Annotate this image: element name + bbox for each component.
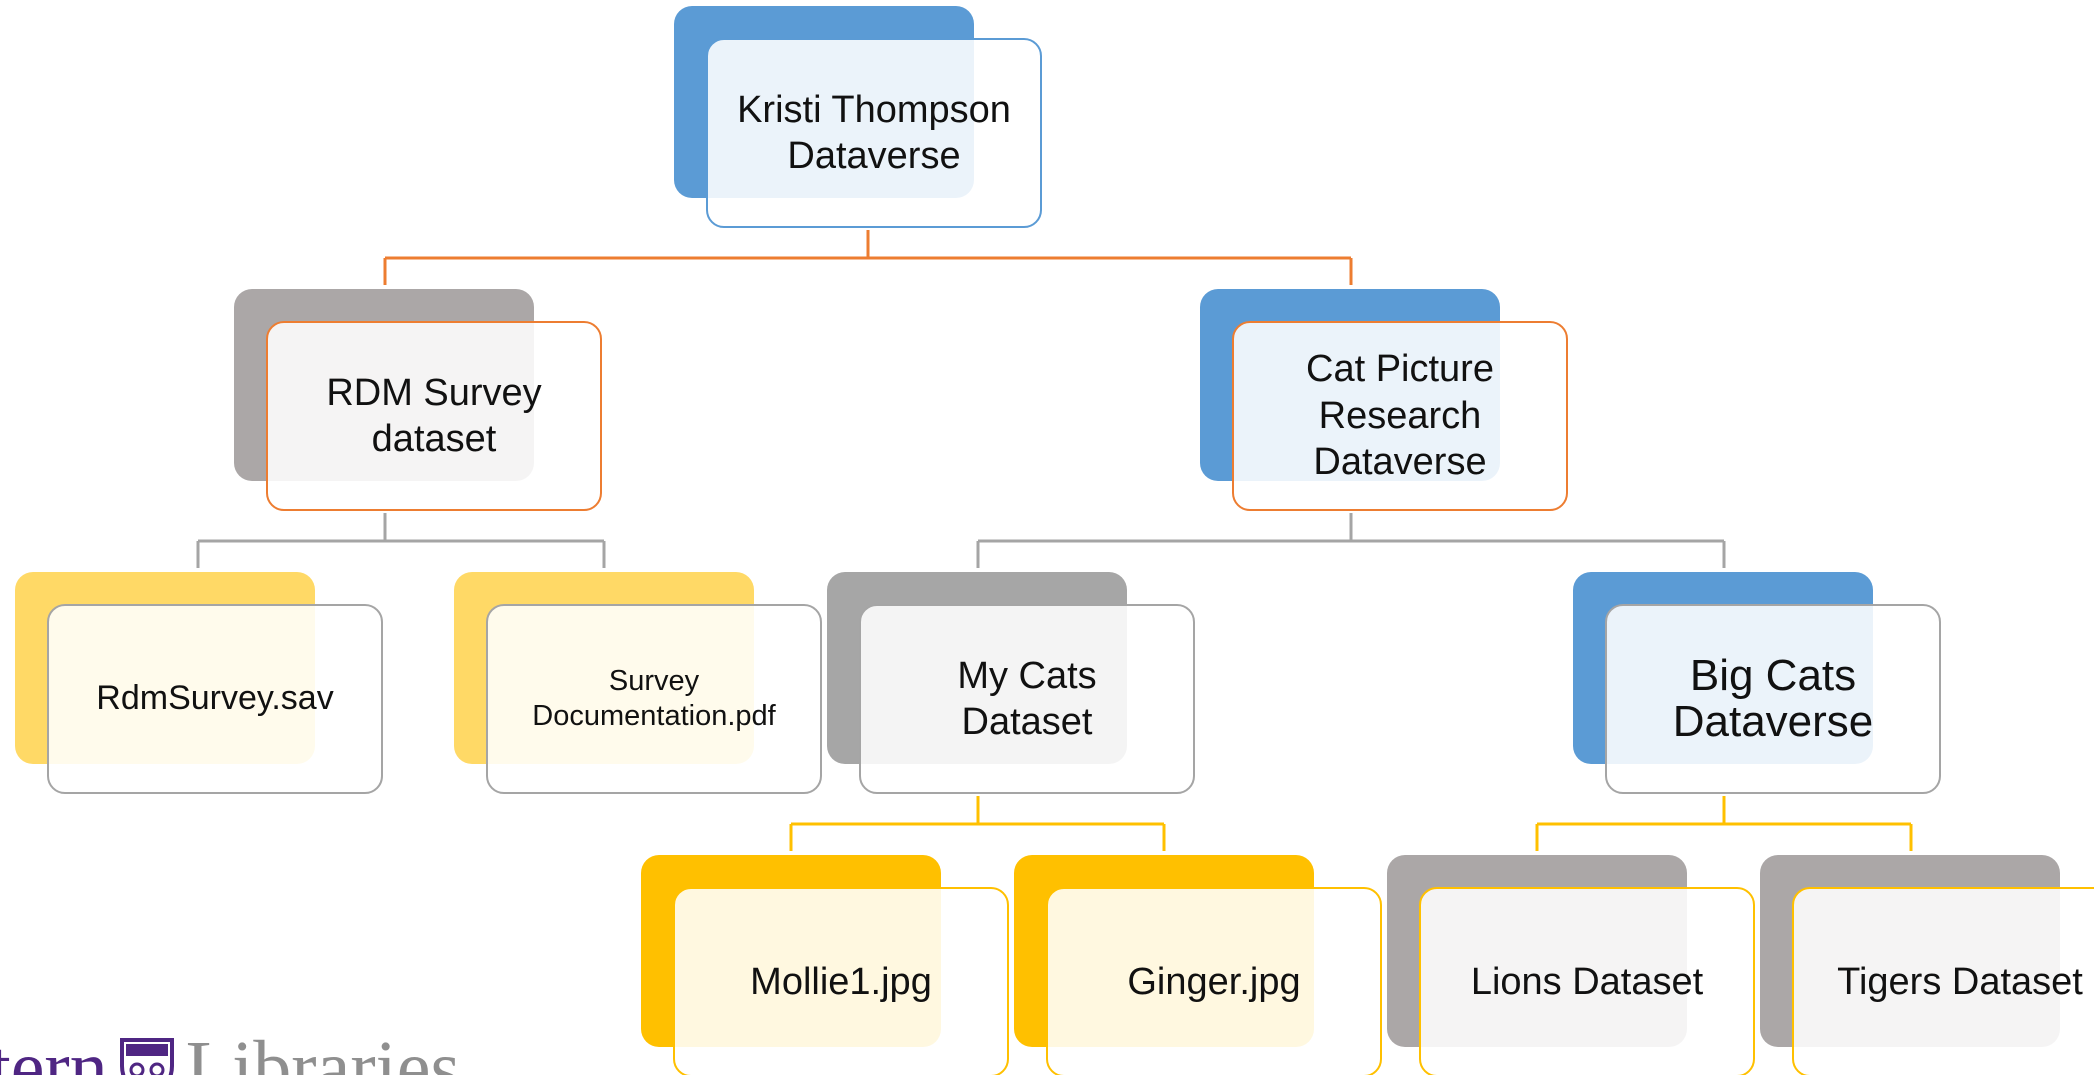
- node-front-shape: [486, 604, 822, 794]
- node-front-shape: [47, 604, 383, 794]
- node-label: My Cats Dataset: [957, 654, 1097, 743]
- node-label: Mollie1.jpg: [750, 960, 932, 1003]
- node-cat-picture-research-dataverse: Cat Picture Research Dataverse: [1200, 289, 1572, 511]
- university-shield-icon: [119, 1038, 174, 1075]
- node-my-cats-dataset: My Cats Dataset: [827, 572, 1199, 794]
- node-front-shape: [1419, 887, 1755, 1075]
- node-tigers-dataset: Tigers Dataset: [1760, 855, 2094, 1075]
- node-label: Cat Picture Research Dataverse: [1306, 348, 1494, 484]
- logo-text-libraries: Libraries: [185, 1026, 461, 1075]
- connector-cat: [976, 513, 1726, 568]
- node-front-shape: [673, 887, 1009, 1075]
- connector-root: [383, 230, 1353, 285]
- node-label: Ginger.jpg: [1127, 960, 1301, 1003]
- connector-bigcats: [1535, 796, 1913, 851]
- node-label: Lions Dataset: [1470, 960, 1704, 1003]
- node-front-shape: [1605, 604, 1941, 794]
- node-survey-documentation-pdf: Survey Documentation.pdf: [454, 572, 826, 794]
- node-rdm-survey-dataset: RDM Survey dataset: [234, 289, 606, 511]
- node-front-shape: [706, 38, 1042, 228]
- node-kristi-thompson-dataverse: Kristi Thompson Dataverse: [674, 6, 1046, 228]
- node-mollie1-jpg: Mollie1.jpg: [641, 855, 1013, 1075]
- node-label: RdmSurvey.sav: [96, 679, 334, 718]
- western-libraries-logo: stern Libraries: [0, 1030, 460, 1075]
- node-front-shape: [859, 604, 1195, 794]
- node-lions-dataset: Lions Dataset: [1387, 855, 1759, 1075]
- node-label: Kristi Thompson Dataverse: [737, 88, 1011, 177]
- connector-mycats: [789, 796, 1166, 851]
- node-rdmsurvey-sav: RdmSurvey.sav: [15, 572, 387, 794]
- node-front-shape: [1232, 321, 1568, 511]
- node-front-shape: [266, 321, 602, 511]
- logo-text-western: stern: [0, 1026, 108, 1075]
- node-label: Survey Documentation.pdf: [532, 665, 776, 732]
- node-front-shape: [1046, 887, 1382, 1075]
- node-big-cats-dataverse: Big Cats Dataverse: [1573, 572, 1945, 794]
- node-ginger-jpg: Ginger.jpg: [1014, 855, 1386, 1075]
- node-label: Big Cats Dataverse: [1672, 650, 1874, 746]
- connector-rdm: [196, 513, 606, 568]
- node-label: RDM Survey dataset: [326, 371, 542, 460]
- node-label: Tigers Dataset: [1837, 960, 2083, 1003]
- node-front-shape: [1792, 887, 2094, 1075]
